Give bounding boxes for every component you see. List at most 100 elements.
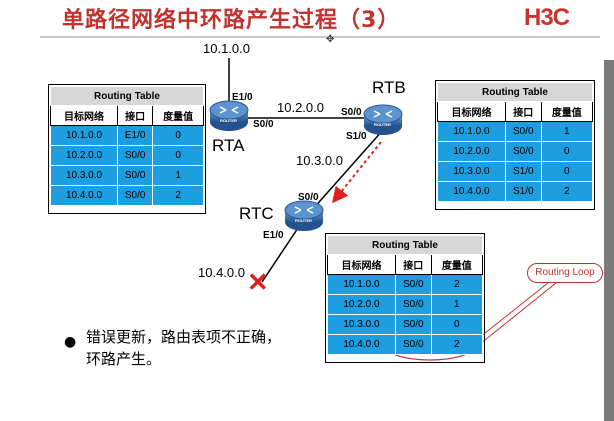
table-cell: 10.1.0.0	[327, 274, 396, 295]
table-cell: S0/0	[394, 274, 432, 295]
col-header-interface: 接口	[117, 105, 154, 126]
link-rtc-net4	[261, 227, 299, 283]
table-cell: 0	[430, 314, 484, 335]
table-cell: 10.1.0.0	[49, 125, 119, 146]
callout-pointer	[469, 282, 549, 346]
col-header-destination: 目标网络	[437, 101, 506, 122]
table-cell: 1	[540, 121, 594, 142]
rta-table-frame	[48, 84, 206, 214]
table-cell: 10.2.0.0	[327, 294, 396, 315]
link-rtb-rtc	[311, 129, 384, 211]
router-rta-icon	[209, 100, 249, 131]
table-cell: 2	[540, 181, 594, 202]
title-divider	[40, 36, 600, 38]
network-label-4: 10.4.0.0	[198, 265, 245, 280]
rtc-table-frame	[325, 233, 485, 363]
bullet-dot-icon: ●	[64, 334, 77, 350]
table-cell: 10.3.0.0	[49, 165, 119, 186]
table-cell: 0	[540, 161, 594, 182]
table-cell: 2	[430, 334, 484, 355]
col-header-metric: 度量值	[540, 101, 594, 122]
table-cell: 2	[430, 274, 484, 295]
network-label-3: 10.3.0.0	[296, 153, 343, 168]
table-cell: 10.4.0.0	[437, 181, 506, 202]
port-rta-e10: E1/0	[232, 92, 253, 103]
link-failure-icon: ✕	[247, 267, 269, 297]
col-header-destination: 目标网络	[49, 105, 119, 126]
col-header-metric: 度量值	[430, 254, 484, 275]
routing-loop-callout: Routing Loop	[527, 263, 603, 283]
col-header-interface: 接口	[504, 101, 542, 122]
table-cell: S0/0	[394, 314, 432, 335]
table-cell: 10.3.0.0	[437, 161, 506, 182]
port-rtc-e10: E1/0	[263, 230, 284, 241]
table-cell: 0	[540, 141, 594, 162]
router-rta-badge: ROUTER	[220, 118, 237, 123]
table-cell: S0/0	[117, 145, 154, 166]
table-cell: 10.4.0.0	[49, 185, 119, 206]
table-caption: Routing Table	[50, 86, 204, 106]
mouse-cursor-icon: ✥	[326, 34, 335, 45]
window-edge	[604, 60, 614, 421]
table-cell: S0/0	[504, 121, 542, 142]
router-rtc-icon	[284, 200, 324, 231]
table-cell: 10.1.0.0	[437, 121, 506, 142]
table-cell: 2	[152, 185, 204, 206]
bullet-text: 错误更新，路由表项不正确，环路产生。	[86, 328, 282, 368]
col-header-interface: 接口	[394, 254, 432, 275]
table-cell: 1	[152, 165, 204, 186]
table-cell: 1	[430, 294, 484, 315]
rtb-table-frame	[435, 80, 595, 210]
table-cell: 0	[152, 145, 204, 166]
port-rtc-s00: S0/0	[298, 192, 319, 203]
router-rtc-badge: ROUTER	[295, 218, 312, 223]
table-cell: S0/0	[394, 334, 432, 355]
table-cell: 10.4.0.0	[327, 334, 396, 355]
port-rtb-s00: S0/0	[341, 107, 362, 118]
page-title: 单路径网络中环路产生过程（3）	[62, 8, 401, 33]
h3c-logo: H3C	[524, 4, 570, 31]
router-rta-label: RTA	[212, 136, 245, 155]
table-cell: S0/0	[504, 141, 542, 162]
table-caption: Routing Table	[327, 235, 483, 255]
table-cell: S0/0	[117, 185, 154, 206]
table-cell: E1/0	[117, 125, 154, 146]
col-header-metric: 度量值	[152, 105, 204, 126]
network-label-1: 10.1.0.0	[203, 41, 250, 56]
router-rtb-badge: ROUTER	[374, 122, 391, 127]
table-cell: 0	[152, 125, 204, 146]
table-cell: 10.3.0.0	[327, 314, 396, 335]
router-rtb-label: RTB	[372, 78, 406, 97]
table-caption: Routing Table	[437, 82, 593, 102]
network-label-2: 10.2.0.0	[277, 100, 324, 115]
port-rtb-s10: S1/0	[346, 131, 367, 142]
update-arrow	[332, 141, 382, 204]
col-header-destination: 目标网络	[327, 254, 396, 275]
table-cell: S1/0	[504, 181, 542, 202]
table-cell: 10.2.0.0	[49, 145, 119, 166]
table-cell: S1/0	[504, 161, 542, 182]
router-rtc-label: RTC	[239, 204, 274, 223]
table-cell: S0/0	[394, 294, 432, 315]
port-rta-s00: S0/0	[253, 119, 274, 130]
router-rtb-icon	[363, 104, 403, 135]
table-cell: 10.2.0.0	[437, 141, 506, 162]
table-cell: S0/0	[117, 165, 154, 186]
